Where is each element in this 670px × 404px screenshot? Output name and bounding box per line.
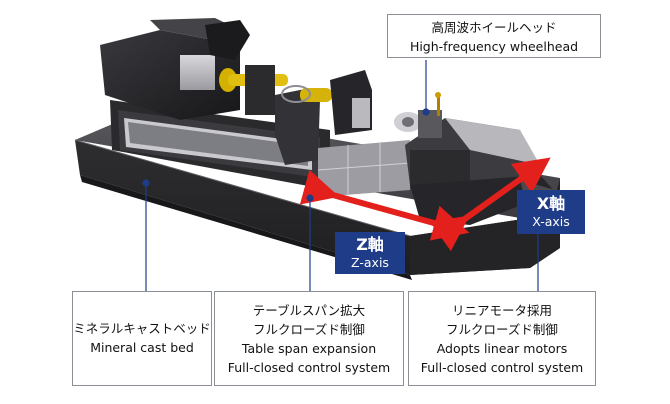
wheelhead-callout: 高周波ホイールヘッド High-frequency wheelhead bbox=[387, 14, 601, 58]
linear-motor-callout: リニアモータ採用 フルクローズド制御 Adopts linear motors … bbox=[408, 291, 596, 386]
table-callout: テーブルスパン拡大 フルクローズド制御 Table span expansion… bbox=[214, 291, 404, 386]
wheelhead-label-ja: 高周波ホイールヘッド bbox=[431, 20, 557, 35]
x-axis-arrow bbox=[429, 157, 551, 252]
z-axis-badge: Z軸 Z-axis bbox=[335, 232, 405, 274]
x-axis-badge: X軸 X-axis bbox=[517, 190, 585, 234]
linear-line-4: Full-closed control system bbox=[420, 360, 584, 375]
motion-arrows bbox=[299, 157, 551, 252]
x-axis-sub: X-axis bbox=[532, 214, 570, 229]
linear-line-3: Adopts linear motors bbox=[436, 341, 568, 356]
table-line-3: Table span expansion bbox=[241, 341, 377, 356]
table-line-2: フルクローズド制御 bbox=[253, 322, 365, 337]
bed-label-ja: ミネラルキャストベッド bbox=[73, 321, 211, 336]
table-line-4: Full-closed control system bbox=[227, 360, 391, 375]
high-frequency-wheelhead bbox=[394, 92, 540, 190]
work-head-assembly bbox=[100, 18, 372, 165]
z-axis-sub: Z-axis bbox=[351, 255, 389, 270]
linear-line-2: フルクローズド制御 bbox=[446, 322, 558, 337]
wheelhead-label-en: High-frequency wheelhead bbox=[409, 39, 579, 54]
bed-callout: ミネラルキャストベッド Mineral cast bed bbox=[72, 291, 212, 386]
table-guard-plates bbox=[317, 140, 411, 197]
bed-label-en: Mineral cast bed bbox=[90, 340, 194, 355]
z-axis-label: Z軸 bbox=[356, 235, 384, 254]
x-axis-label: X軸 bbox=[536, 194, 566, 213]
linear-line-1: リニアモータ採用 bbox=[451, 303, 552, 318]
table-line-1: テーブルスパン拡大 bbox=[252, 303, 366, 318]
